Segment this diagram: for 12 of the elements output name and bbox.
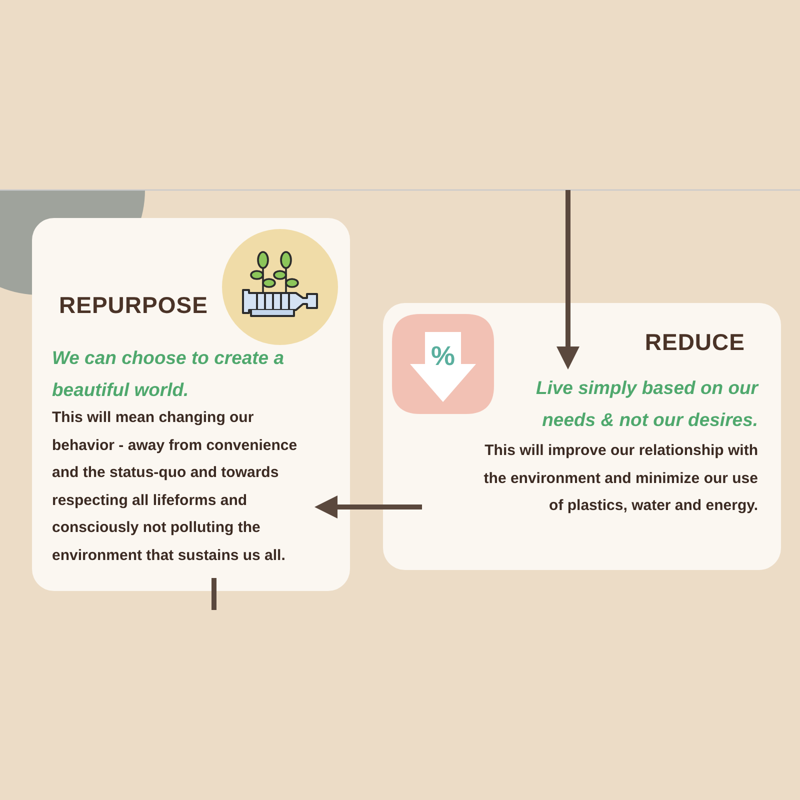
- tagline: Live simply based on our needs & not our desires.: [534, 376, 758, 432]
- description: This will mean changing our behavior - away from convenience and the status-quo and towards respecting all lifeforms and consciously not polluting the environment that sustains us all.: [52, 408, 298, 566]
- description: This will improve our relationship with the environment and minimize our use of plastics, water and energy.: [482, 441, 758, 516]
- card-heading: REDUCE: [644, 329, 745, 356]
- connector-line: [212, 578, 216, 610]
- tagline: We can choose to create a beautiful world.: [52, 346, 286, 402]
- info-card: [383, 303, 781, 570]
- arrow: [314, 496, 422, 518]
- card-heading: REPURPOSE: [59, 292, 209, 319]
- percent-sign: %: [431, 341, 456, 372]
- arrow: [556, 190, 580, 370]
- info-card: [32, 218, 350, 591]
